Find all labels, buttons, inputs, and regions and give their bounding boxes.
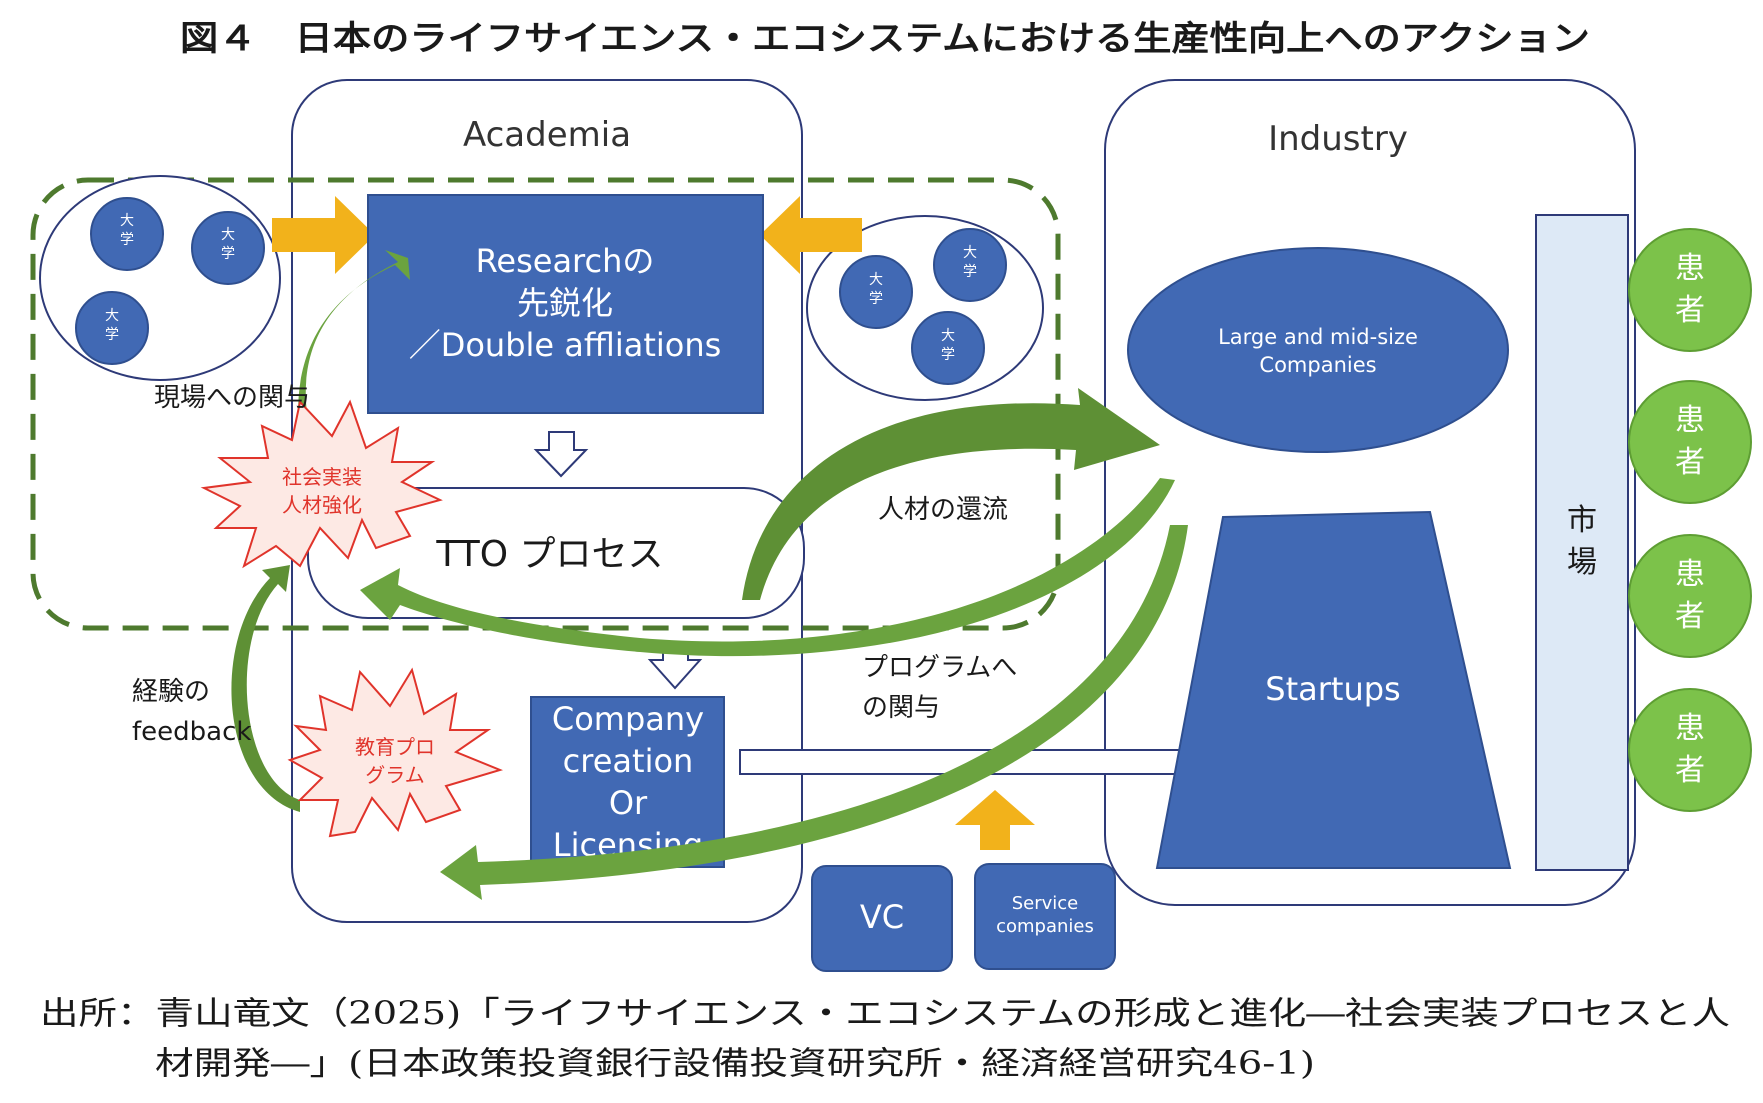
patient-circle: 患 者 (1628, 688, 1752, 812)
yellow-up-arrow (955, 790, 1035, 850)
large-companies-line1: Large and mid-size (1218, 325, 1418, 349)
green-arrow-program-involvement (440, 525, 1188, 900)
university-label: 学 (221, 246, 235, 262)
source-line-1: 出所：青山竜文（2025)「ライフサイエンス・エコシステムの形成と進化―社会実装… (40, 994, 1730, 1032)
annotation-experience-feedback-2: feedback (132, 717, 251, 747)
company-box-line1: Company (552, 700, 704, 738)
university-label: 学 (963, 264, 977, 280)
company-box-line3: Or (609, 784, 648, 822)
patient-label: 患 (1675, 251, 1705, 286)
annotation-program-involvement-1: プログラムへ (862, 653, 1017, 683)
service-companies-line2: companies (996, 916, 1094, 937)
green-arrow-talent-return (360, 478, 1175, 657)
patient-label: 患 (1675, 711, 1705, 746)
patient-label: 者 (1675, 599, 1705, 634)
university-label: 学 (869, 291, 883, 307)
patient-label: 患 (1675, 403, 1705, 438)
yellow-arrow-right (272, 196, 375, 274)
annotation-program-involvement-2: の関与 (862, 693, 940, 723)
academia-label: Academia (463, 115, 631, 155)
university-circle: 大 学 (839, 255, 913, 329)
research-box-line3: ／Double affliations (409, 326, 722, 364)
annotation-field-involvement: 現場への関与 (154, 383, 310, 413)
patient-circle: 患 者 (1628, 380, 1752, 504)
startups-trapezoid (1155, 510, 1512, 869)
patient-label: 者 (1675, 293, 1705, 328)
service-companies-line1: Service (1012, 893, 1079, 914)
market-label-1: 市 (1567, 503, 1597, 538)
tto-box (307, 487, 805, 619)
patient-label: 者 (1675, 445, 1705, 480)
university-circle: 大 学 (933, 228, 1007, 302)
green-arrow-experience-feedback (231, 565, 300, 812)
patient-label: 患 (1675, 557, 1705, 592)
market-label-2: 場 (1567, 545, 1597, 580)
research-box-line2: 先鋭化 (517, 284, 613, 322)
annotation-talent-return: 人材の還流 (878, 495, 1008, 525)
university-label: 大 (963, 245, 977, 261)
tto-box-label: TTO プロセス (435, 534, 663, 575)
university-circle: 大 学 (191, 211, 265, 285)
university-label: 学 (941, 347, 955, 363)
hollow-down-arrow (533, 431, 589, 478)
research-box (367, 194, 764, 414)
annotation-experience-feedback-1: 経験の (132, 677, 210, 707)
startups-label: Startups (1265, 670, 1400, 708)
university-label: 大 (120, 213, 134, 229)
university-circle: 大 学 (911, 311, 985, 385)
university-circle: 大 学 (90, 197, 164, 271)
company-box-line2: creation (563, 742, 694, 780)
starburst-education-line2: グラム (365, 763, 424, 787)
yellow-arrow-left (760, 196, 862, 274)
patient-circle: 患 者 (1628, 534, 1752, 658)
starburst-social-implementation (200, 399, 443, 569)
service-companies-box (974, 863, 1116, 970)
starburst-social-line1: 社会実装 (282, 465, 362, 489)
large-companies-line2: Companies (1259, 353, 1376, 377)
industry-container (1104, 79, 1636, 906)
university-circle: 大 学 (75, 291, 149, 365)
market-bar (1535, 214, 1629, 871)
starburst-social-line2: 人材強化 (282, 493, 362, 517)
starburst-education-program (287, 667, 504, 838)
university-label: 大 (941, 328, 955, 344)
figure-title: 図４ 日本のライフサイエンス・エコシステムにおける生産性向上へのアクション (180, 19, 1590, 59)
company-creation-box (530, 696, 725, 868)
university-label: 大 (105, 308, 119, 324)
large-companies-ellipse (1127, 247, 1509, 453)
university-label: 学 (120, 232, 134, 248)
industry-label: Industry (1268, 119, 1408, 159)
university-label: 大 (221, 227, 235, 243)
university-label: 学 (105, 327, 119, 343)
vc-label: VC (860, 898, 904, 936)
starburst-education-line1: 教育プロ (355, 735, 435, 759)
green-arrow-talent-to-industry (742, 388, 1160, 600)
research-box-line1: Researchの (476, 242, 655, 280)
patient-label: 者 (1675, 753, 1705, 788)
patient-circle: 患 者 (1628, 228, 1752, 352)
vc-box (811, 865, 953, 972)
university-label: 大 (869, 272, 883, 288)
source-line-2: 材開発―」(日本政策投資銀行設備投資研究所・経済経営研究46-1) (155, 1044, 1315, 1082)
